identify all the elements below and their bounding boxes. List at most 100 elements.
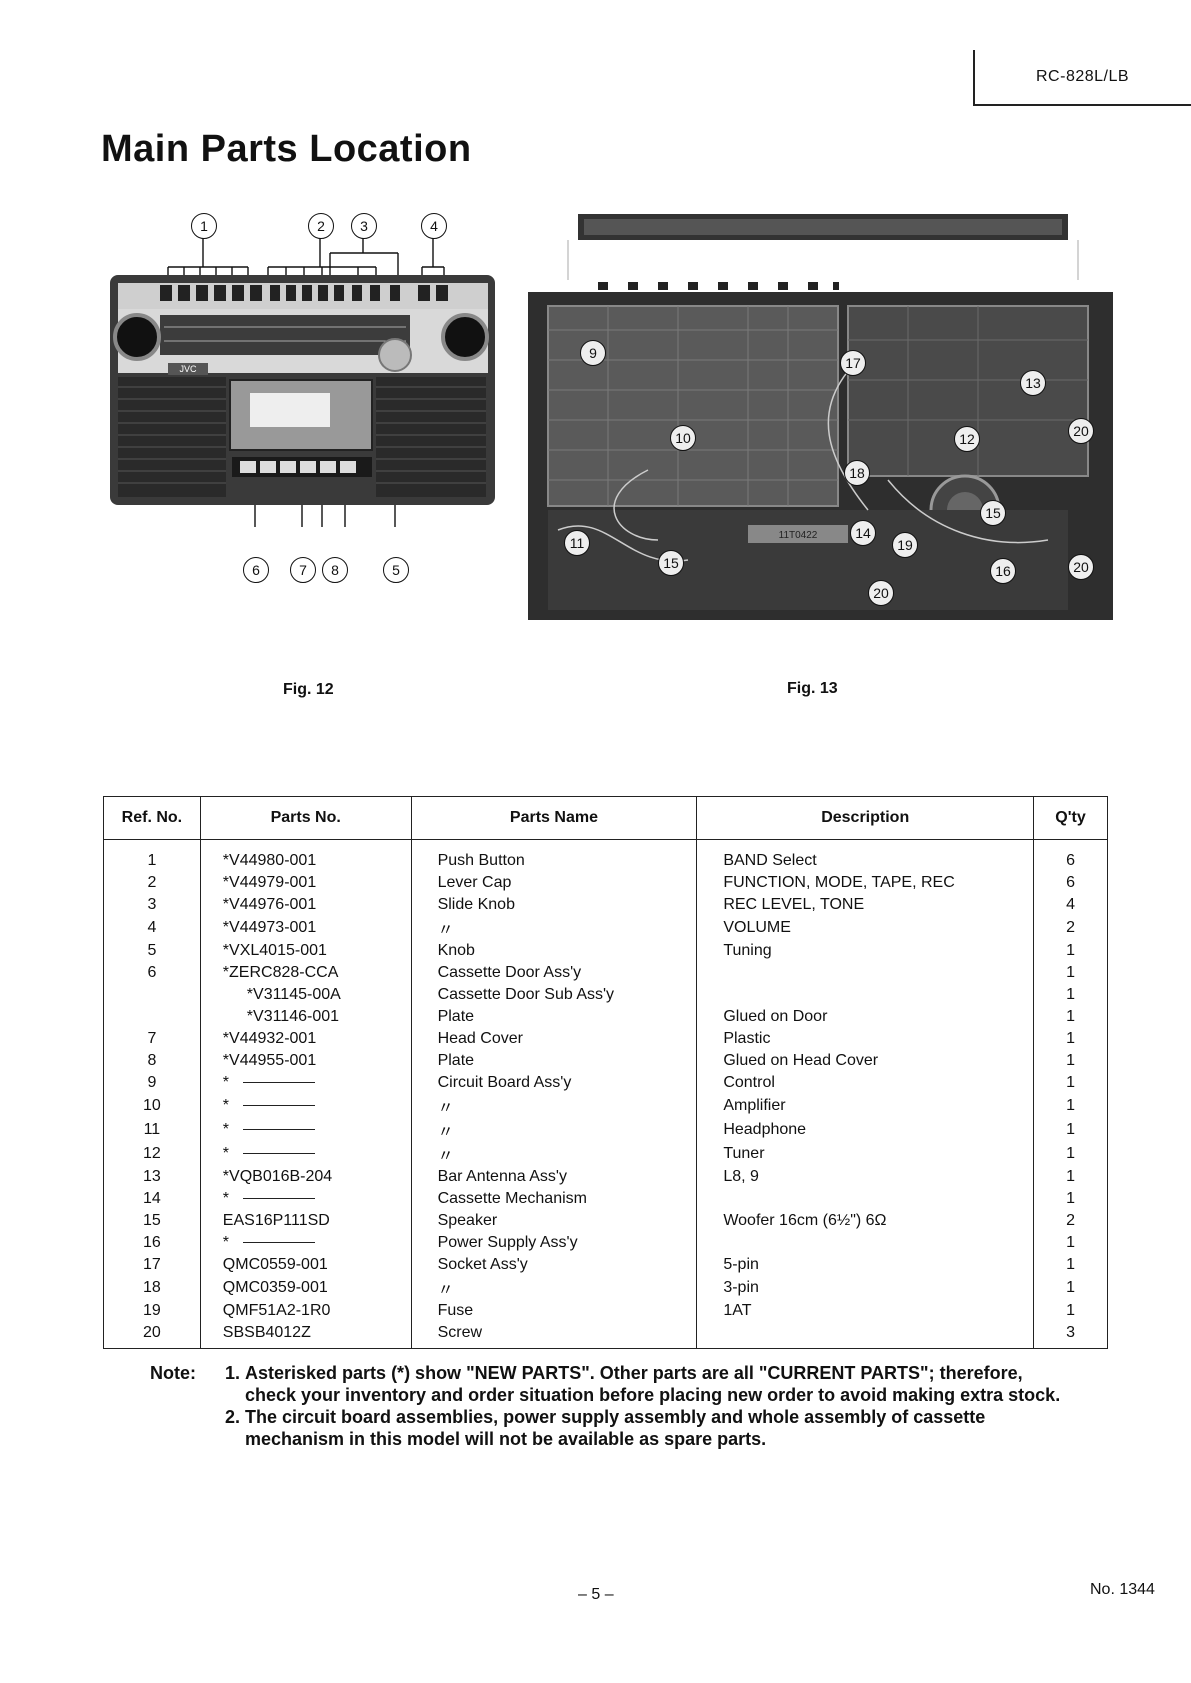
cell-part-name: Cassette Door Sub Ass'y	[410, 984, 698, 1006]
note-item: 1. Asterisked parts (*) show "NEW PARTS"…	[150, 1362, 1070, 1406]
cell-ref-no: 12	[103, 1142, 201, 1166]
part-no-blank-line	[243, 1153, 316, 1155]
cell-description: 3-pin	[696, 1276, 1035, 1300]
cell-qty: 1	[1033, 1094, 1108, 1118]
cell-ref-no: 10	[103, 1094, 201, 1118]
cell-ref-no-text: 3	[147, 896, 157, 913]
cell-description: Headphone	[696, 1118, 1035, 1142]
fig-13-caption: Fig. 13	[787, 680, 838, 697]
cell-ref-no: 5	[103, 940, 201, 962]
cell-part-no-text: QMC0359-001	[222, 1279, 328, 1296]
cell-ref-no-text: 9	[147, 1074, 157, 1091]
cell-qty: 1	[1033, 1276, 1108, 1300]
callout-3: 3	[351, 213, 377, 239]
table-header-row: Ref. No. Parts No. Parts Name Descriptio…	[103, 796, 1108, 840]
cell-ref-no: 16	[103, 1232, 201, 1254]
cell-qty: 1	[1033, 962, 1108, 984]
cell-part-no-text: SBSB4012Z	[222, 1324, 311, 1341]
cell-qty-text: 1	[1066, 1145, 1075, 1162]
cell-part-no-text: *	[222, 1121, 230, 1138]
cell-description-text: Glued on Head Cover	[723, 1052, 879, 1069]
cell-qty-text: 1	[1066, 1008, 1075, 1025]
notes-label: Note:	[150, 1363, 196, 1383]
callout-16: 16	[990, 558, 1016, 584]
cell-description-text: REC LEVEL, TONE	[723, 896, 865, 913]
cell-part-no: *	[199, 1094, 412, 1118]
cell-ref-no-text: 2	[147, 874, 157, 891]
cell-qty: 6	[1033, 839, 1108, 872]
cell-part-no: *V44979-001	[199, 872, 412, 894]
cell-ref-no: 1	[103, 839, 201, 872]
cell-qty-text: 1	[1066, 1168, 1075, 1185]
note-text: Asterisked parts (*) show "NEW PARTS". O…	[245, 1363, 1061, 1405]
cell-part-no-text: *V31146-001	[246, 1008, 340, 1025]
cell-part-name: 〃	[410, 1118, 698, 1142]
cell-part-name-text: 〃	[437, 1282, 454, 1299]
cell-part-no: *V44976-001	[199, 894, 412, 916]
cell-qty: 2	[1033, 916, 1108, 940]
cell-description: Woofer 16cm (6½") 6Ω	[696, 1210, 1035, 1232]
cell-part-no: SBSB4012Z	[199, 1322, 412, 1349]
cell-description: L8, 9	[696, 1166, 1035, 1188]
cell-part-no-text: EAS16P111SD	[222, 1212, 330, 1229]
cell-ref-no: 2	[103, 872, 201, 894]
cell-part-name-text: Circuit Board Ass'y	[437, 1074, 572, 1091]
cell-part-no: QMF51A2-1R0	[199, 1300, 412, 1322]
cell-part-name-text: Screw	[437, 1324, 483, 1341]
page-number: – 5 –	[578, 1586, 614, 1603]
cell-qty: 1	[1033, 940, 1108, 962]
cell-part-name: Circuit Board Ass'y	[410, 1072, 698, 1094]
cell-part-name: Socket Ass'y	[410, 1254, 698, 1276]
callout-6: 6	[243, 557, 269, 583]
header-box	[973, 50, 1191, 106]
cell-part-no: QMC0359-001	[199, 1276, 412, 1300]
cell-ref-no-text: 1	[147, 852, 157, 869]
cell-ref-no: 19	[103, 1300, 201, 1322]
cell-ref-no: 20	[103, 1322, 201, 1349]
cell-description: Glued on Door	[696, 1006, 1035, 1028]
board-label: 11T0422	[779, 530, 818, 541]
cell-part-name-text: Power Supply Ass'y	[437, 1234, 578, 1251]
cell-qty: 1	[1033, 1050, 1108, 1072]
col-header-description: Description	[696, 796, 1035, 840]
cell-description: Amplifier	[696, 1094, 1035, 1118]
front-view-illustration: JVC	[110, 235, 495, 527]
col-header-part-no: Parts No.	[199, 796, 412, 840]
cell-part-name-text: Socket Ass'y	[437, 1256, 528, 1273]
cell-part-no-text: QMC0559-001	[222, 1256, 328, 1273]
cell-description-text: VOLUME	[723, 919, 791, 936]
cell-qty: 1	[1033, 1142, 1108, 1166]
cell-ref-no: 9	[103, 1072, 201, 1094]
cell-ref-no-text: 5	[147, 942, 157, 959]
cell-ref-no: 15	[103, 1210, 201, 1232]
cell-qty-text: 1	[1066, 1256, 1075, 1273]
cell-part-name: Cassette Mechanism	[410, 1188, 698, 1210]
note-number: 1.	[225, 1363, 241, 1383]
cell-qty-text: 4	[1066, 896, 1075, 913]
cell-part-no: *	[199, 1188, 412, 1210]
cell-ref-no	[103, 1006, 201, 1028]
cell-ref-no: 3	[103, 894, 201, 916]
cell-part-no-text: *V44976-001	[222, 896, 317, 913]
cell-part-no-text: *V44979-001	[222, 874, 317, 891]
callout-14: 14	[850, 520, 876, 546]
cell-description: Control	[696, 1072, 1035, 1094]
callout-20c: 20	[1068, 554, 1094, 580]
cell-ref-no-text: 19	[143, 1302, 161, 1319]
cell-part-name: Plate	[410, 1006, 698, 1028]
parts-table: Ref. No. Parts No. Parts Name Descriptio…	[103, 796, 1108, 1349]
cell-part-name-text: Cassette Mechanism	[437, 1190, 587, 1207]
cell-description-text: Control	[723, 1074, 775, 1091]
cell-part-no: *ZERC828-CCA	[199, 962, 412, 984]
cell-description-text: Tuning	[723, 942, 772, 959]
cell-qty: 1	[1033, 1072, 1108, 1094]
cell-description	[696, 1188, 1035, 1210]
